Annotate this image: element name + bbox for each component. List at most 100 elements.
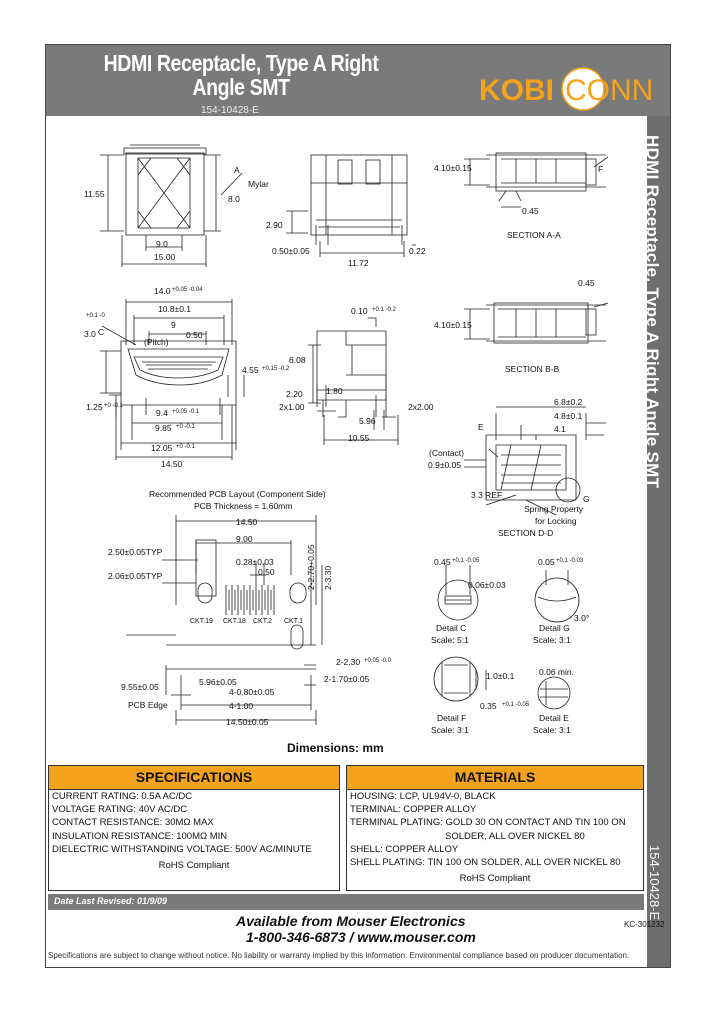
logo-text-left: KOBI [479, 74, 554, 107]
kobiconn-logo: KOBI CONN [479, 67, 653, 111]
pcb-2-2-30-tol: +0.05 -0.0 [364, 658, 392, 664]
title-line-2: Angle SMT [192, 74, 290, 100]
dim-6-8: 6.8±0.2 [554, 397, 583, 407]
detail-f-035-tol: +0.1 -0.05 [502, 702, 530, 708]
contact-text: 1-800-346-6873 / www.mouser.com [246, 929, 476, 945]
dim-14-0-tol: +0.05 -0.04 [172, 287, 203, 293]
dim-2-20: 2.20 [286, 389, 303, 399]
section-b-b: SECTION B-B [505, 364, 560, 374]
pcb-ckt19: CKT.19 [190, 618, 213, 625]
header-part-number: 154-10428-E [201, 105, 259, 116]
page-title: HDMI Receptacle, Type A Right Angle SMT [84, 51, 399, 99]
pcb-ckt1: CKT.1 [284, 618, 303, 625]
dim-9: 9 [171, 320, 176, 330]
dim-4-1: 4.1 [554, 424, 566, 434]
document-code: KC-301232 [624, 920, 665, 929]
dim-9-0: 9.0 [156, 239, 168, 249]
detail-c-scale: Scale: 5:1 [431, 635, 469, 645]
label-contact: (Contact) [429, 448, 464, 458]
pcb-2-50: 2.50±0.05TYP [108, 547, 163, 557]
dim-5-96: 5.96 [359, 416, 376, 426]
label-e-section: E [478, 422, 484, 432]
label-pitch: (Pitch) [144, 337, 169, 347]
detail-f-10: 1.0±0.1 [486, 671, 515, 681]
dimensions-label: Dimensions: mm [287, 741, 384, 755]
materials-heading: MATERIALS [347, 766, 643, 790]
detail-f-scale: Scale: 3:1 [431, 725, 469, 735]
spec-line: VOLTAGE RATING: 40V AC/DC [52, 804, 188, 816]
section-d-d: SECTION D-D [498, 528, 553, 538]
spec-line: INSULATION RESISTANCE: 100MΩ MIN [52, 830, 228, 842]
pcb-9-00: 9.00 [236, 534, 253, 544]
dim-3-0: 3.0 [84, 329, 96, 339]
specifications-box: SPECIFICATIONS CURRENT RATING: 0.5A AC/D… [48, 765, 340, 891]
material-line: TERMINAL PLATING: GOLD 30 ON CONTACT AND… [350, 817, 626, 829]
pcb-2-2-30: 2-2.30 [336, 657, 360, 667]
dim-0-10-tol: +0.1 -0.2 [372, 307, 397, 313]
label-mylar: Mylar [248, 179, 269, 189]
pcb-2-1-70: 2-1.70±0.05 [324, 674, 370, 684]
materials-rohs: RoHS Compliant [459, 873, 531, 885]
dim-4-55-tol: +0.15 -0.2 [262, 366, 290, 372]
pcb-ckt18: CKT.18 [223, 618, 246, 625]
detail-g-005: 0.05 [538, 557, 555, 567]
dim-1-80: 1.80 [326, 386, 343, 396]
spec-line: CONTACT RESISTANCE: 30MΩ MAX [52, 817, 214, 829]
dim-1-25: 1.25 [86, 402, 103, 412]
header-bar: HDMI Receptacle, Type A Right Angle SMT … [46, 45, 670, 116]
pcb-0-28: 0.28±0.03 [236, 557, 274, 567]
spec-line: CURRENT RATING: 0.5A AC/DC [52, 791, 193, 802]
dim-0-22: 0.22 [409, 246, 426, 256]
availability-text: Available from Mouser Electronics [236, 913, 466, 929]
sidebar-part-number: 154-10428-E [647, 845, 662, 921]
detail-c-006: 0.06±0.03 [468, 580, 506, 590]
title-line-1: HDMI Receptacle, Type A Right [103, 50, 379, 76]
technical-drawing: 11.55 A Mylar 8.0 9.0 15.00 2.90 0.50±0.… [84, 144, 609, 735]
materials-box: MATERIALS HOUSING: LCP, UL94V-0, BLACK T… [346, 765, 644, 891]
material-line: TERMINAL: COPPER ALLOY [350, 804, 477, 816]
logo-text-right: CONN [565, 74, 653, 107]
dim-4-55: 4.55 [242, 365, 259, 375]
dim-0-50-b: 0.50 [186, 330, 203, 340]
pcb-title: Recommended PCB Layout (Component Side) [149, 489, 326, 499]
detail-g-title: Detail G [539, 623, 570, 633]
dim-9-85-tol: +0 -0.1 [176, 424, 196, 430]
dim-0-45-b: 0.45 [578, 278, 595, 288]
dim-1-25-tol: +0 -0.1 [104, 403, 124, 409]
datasheet-page: HDMI Receptacle, Type A Right Angle SMT … [45, 44, 671, 968]
pcb-9-55: 9.55±0.05 [121, 682, 159, 692]
material-line: HOUSING: LCP, UL94V-0, BLACK [350, 791, 496, 802]
dim-3-0-tol: +0.1 -0 [86, 313, 106, 319]
detail-c-045-tol: +0.1 -0.05 [452, 558, 480, 564]
pcb-4-0-80: 4-0.80±0.05 [229, 687, 275, 697]
pcb-2-06: 2.06±0.05TYP [108, 571, 163, 581]
pcb-ckt2: CKT.2 [253, 618, 272, 625]
dim-4-8: 4.8±0.1 [554, 411, 583, 421]
dim-11-72: 11.72 [348, 258, 369, 268]
dim-12-05-tol: +0 -0.1 [176, 444, 196, 450]
pcb-2-2-70: 2-2.70+0.05 [306, 544, 316, 590]
disclaimer: Specifications are subject to change wit… [48, 951, 630, 960]
spec-rohs: RoHS Compliant [158, 860, 230, 872]
label-spring-2: for Locking [535, 516, 577, 526]
dim-9-4: 9.4 [156, 408, 168, 418]
material-line: SHELL PLATING: TIN 100 ON SOLDER, ALL OV… [350, 857, 621, 869]
dim-11-55: 11.55 [84, 189, 105, 199]
pcb-14-50-b: 14.50±0.05 [226, 717, 269, 727]
label-3-3-ref: 3.3 REF [471, 490, 502, 500]
dim-2x1-00: 2x1.00 [279, 402, 305, 412]
pcb-5-96: 5.96±0.05 [199, 677, 237, 687]
dim-10-8: 10.8±0.1 [158, 304, 191, 314]
dim-8-0: 8.0 [228, 194, 240, 204]
material-line: SHELL: COPPER ALLOY [350, 843, 459, 855]
label-a: A [234, 165, 240, 175]
dim-2-90: 2.90 [266, 220, 283, 230]
logo-circle [561, 67, 605, 111]
label-f-section: F [598, 164, 603, 174]
dim-15-00: 15.00 [154, 252, 176, 262]
specifications-heading: SPECIFICATIONS [49, 766, 339, 790]
dim-9-85: 9.85 [155, 423, 172, 433]
detail-f-035: 0.35 [480, 701, 497, 711]
detail-g-30: 3.0° [574, 613, 589, 623]
pcb-2-3-30: 2-3.30 [323, 566, 333, 590]
